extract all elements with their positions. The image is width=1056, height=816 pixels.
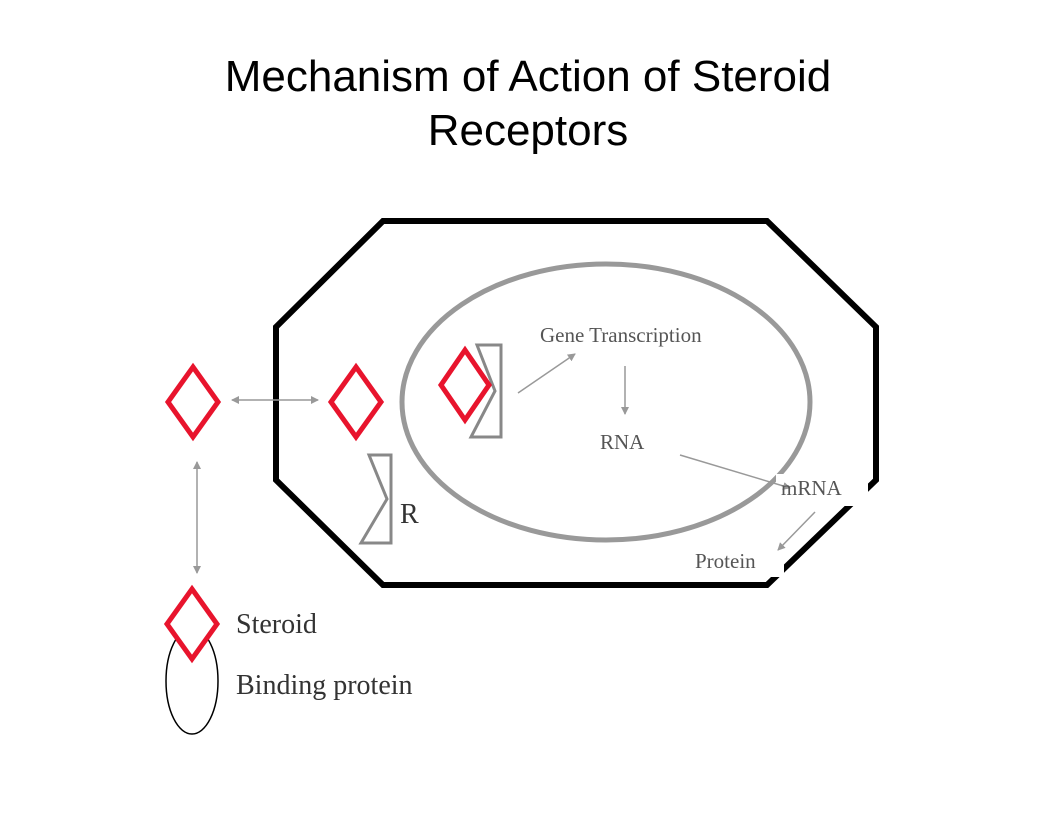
cell-membrane	[273, 218, 879, 588]
arrow-mrna-protein	[777, 511, 816, 551]
nucleus	[399, 261, 813, 543]
legend-steroid-label: Steroid	[236, 609, 317, 640]
steroid-bound	[437, 345, 493, 425]
legend-steroid-shape	[163, 584, 221, 664]
title-line-1: Mechanism of Action of Steroid	[224, 52, 832, 101]
receptor-cytoplasm	[358, 453, 393, 545]
arrow-complex-transcription	[517, 353, 576, 394]
mrna-label-background	[776, 474, 868, 506]
label-mrna: mRNA	[781, 476, 843, 500]
steroid-cytoplasm	[327, 362, 385, 442]
protein-label-background	[692, 545, 784, 577]
legend-binding-protein-label: Binding protein	[236, 670, 413, 701]
title-line-2: Receptors	[427, 106, 629, 155]
receptor-nuclear	[468, 343, 503, 439]
label-protein: Protein	[695, 549, 756, 573]
arrow-rna-mrna	[679, 454, 791, 490]
page-title: Mechanism of Action of Steroid Receptors	[0, 50, 1056, 158]
steroid-free	[164, 362, 222, 442]
label-receptor: R	[400, 499, 419, 530]
label-gene-transcription: Gene Transcription	[540, 323, 702, 347]
label-rna: RNA	[600, 430, 645, 454]
